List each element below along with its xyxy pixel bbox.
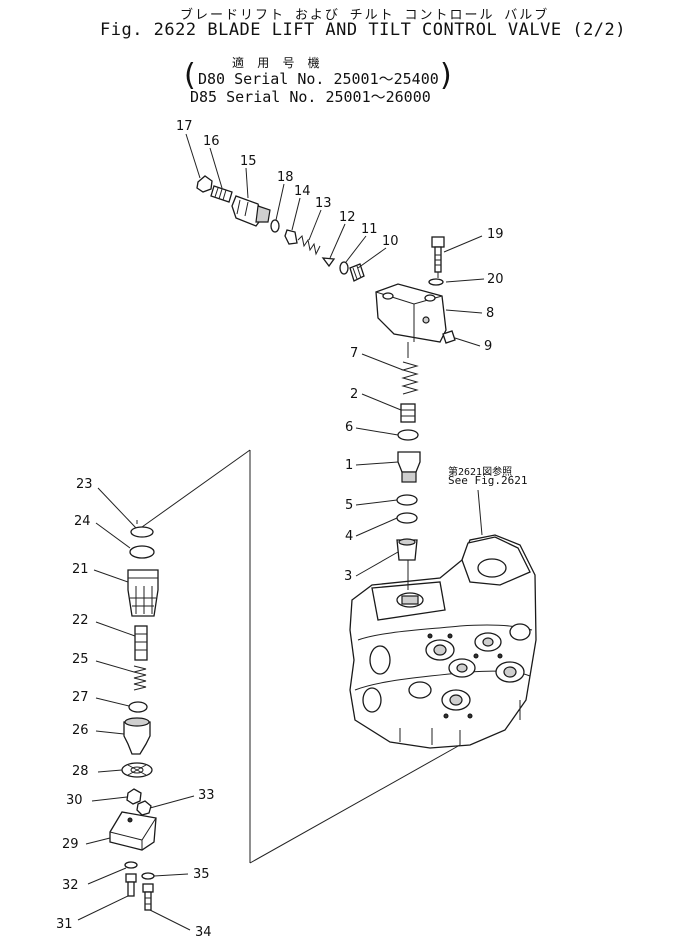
part-3-seat xyxy=(396,538,418,561)
leader-lines xyxy=(77,133,485,931)
callout-26: 26 xyxy=(72,723,89,738)
part-12-poppet-seat xyxy=(321,257,336,268)
reference-note-japanese: 第2621図参照 xyxy=(448,467,513,478)
callout-15: 15 xyxy=(240,154,257,169)
part-8-cover xyxy=(375,283,447,343)
callout-27: 27 xyxy=(72,690,89,705)
part-2-spring-seat xyxy=(400,403,416,423)
part-22-spool xyxy=(134,625,148,661)
serial-range-d80: D80 Serial No. 25001～25400 xyxy=(198,70,439,88)
figure-title: Fig. 2622 BLADE LIFT AND TILT CONTROL VA… xyxy=(100,20,627,40)
callout-7: 7 xyxy=(350,346,358,361)
callout-numbers: 17 16 15 18 14 13 12 11 10 19 20 8 9 7 2… xyxy=(56,119,504,939)
part-15-plug xyxy=(231,195,271,227)
part-1-check-valve xyxy=(397,451,421,483)
part-33-nut xyxy=(136,800,152,816)
part-18-o-ring xyxy=(270,219,280,233)
callout-22: 22 xyxy=(72,613,89,628)
callout-9: 9 xyxy=(484,339,492,354)
part-6-o-ring xyxy=(397,429,419,441)
part-14-poppet xyxy=(284,229,298,245)
part-28-shim xyxy=(121,762,153,778)
part-30-nut xyxy=(126,788,142,805)
callout-5: 5 xyxy=(345,498,353,513)
part-17-nut xyxy=(196,175,213,193)
callout-29: 29 xyxy=(62,837,79,852)
part-7-spring xyxy=(401,361,419,395)
part-19-bolt xyxy=(431,236,445,273)
assembly-lines xyxy=(136,272,483,864)
callout-21: 21 xyxy=(72,562,89,577)
part-25-spring xyxy=(133,665,147,691)
bracket-close: ) xyxy=(440,58,452,93)
callout-32: 32 xyxy=(62,878,79,893)
callout-31: 31 xyxy=(56,917,73,932)
callout-3: 3 xyxy=(344,569,352,584)
applicable-models-japanese: 適 用 号 機 xyxy=(232,56,323,70)
part-34-bolt xyxy=(142,883,154,911)
bracket-open: ( xyxy=(184,58,196,93)
part-13-spring xyxy=(297,234,321,256)
callout-35: 35 xyxy=(193,867,210,882)
callout-2: 2 xyxy=(350,387,358,402)
part-10-sleeve xyxy=(349,263,365,282)
callout-12: 12 xyxy=(339,210,356,225)
part-16-adjust-screw xyxy=(210,185,233,203)
callout-17: 17 xyxy=(176,119,193,134)
callout-10: 10 xyxy=(382,234,399,249)
callout-19: 19 xyxy=(487,227,504,242)
callout-28: 28 xyxy=(72,764,89,779)
serial-range-d85: D85 Serial No. 25001～26000 xyxy=(190,88,431,106)
part-35-washer xyxy=(141,872,155,880)
callout-34: 34 xyxy=(195,925,212,939)
callout-8: 8 xyxy=(486,306,494,321)
callout-30: 30 xyxy=(66,793,83,808)
part-23-o-ring xyxy=(130,526,154,538)
part-32-washer xyxy=(124,861,138,869)
part-31-bolt xyxy=(125,873,137,897)
callout-1: 1 xyxy=(345,458,353,473)
part-24-o-ring xyxy=(129,545,155,559)
part-5-o-ring xyxy=(396,494,418,506)
part-27-o-ring xyxy=(128,701,148,713)
callout-16: 16 xyxy=(203,134,220,149)
callout-4: 4 xyxy=(345,529,353,544)
part-26-plug xyxy=(123,717,151,755)
part-9-plug xyxy=(442,330,456,344)
reference-note-english: See Fig.2621 xyxy=(448,474,528,487)
part-11-o-ring xyxy=(339,261,349,275)
callout-14: 14 xyxy=(294,184,311,199)
valve-body-illustration xyxy=(349,534,537,749)
part-20-washer xyxy=(428,278,444,286)
title-japanese: ブレードリフト および チルト コントロール バルブ xyxy=(180,8,550,23)
part-4-o-ring xyxy=(396,512,418,524)
callout-6: 6 xyxy=(345,420,353,435)
callout-24: 24 xyxy=(74,514,91,529)
callout-33: 33 xyxy=(198,788,215,803)
callout-23: 23 xyxy=(76,477,93,492)
callout-20: 20 xyxy=(487,272,504,287)
part-21-valve-sleeve xyxy=(127,569,159,617)
part-29-block xyxy=(109,811,157,851)
callout-13: 13 xyxy=(315,196,332,211)
callout-11: 11 xyxy=(361,222,378,237)
callout-18: 18 xyxy=(277,170,294,185)
callout-25: 25 xyxy=(72,652,89,667)
